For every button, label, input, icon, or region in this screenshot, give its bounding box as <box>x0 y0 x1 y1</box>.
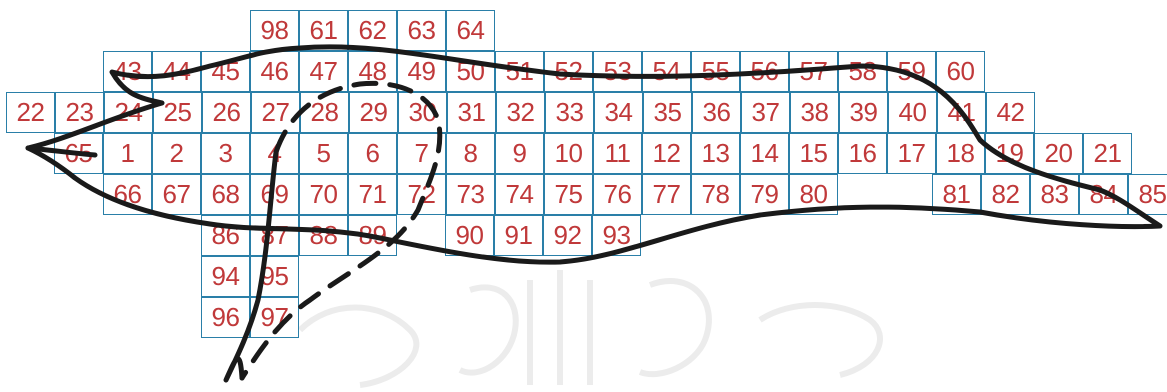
grid-cell-21: 21 <box>1083 133 1132 174</box>
grid-cell-32: 32 <box>496 92 545 133</box>
grid-cell-47: 47 <box>299 51 348 92</box>
grid-cell-95: 95 <box>250 256 299 297</box>
grid-cell-51: 51 <box>495 51 544 92</box>
grid-cell-55: 55 <box>691 51 740 92</box>
grid-cell-1: 1 <box>103 133 152 174</box>
grid-cell-59: 59 <box>887 51 936 92</box>
grid-cell-30: 30 <box>398 92 447 133</box>
grid-cell-76: 76 <box>593 174 642 215</box>
grid-cell-11: 11 <box>593 133 642 174</box>
grid-cell-43: 43 <box>103 51 152 92</box>
grid-cell-52: 52 <box>544 51 593 92</box>
grid-cell-57: 57 <box>789 51 838 92</box>
grid-cell-6: 6 <box>348 133 397 174</box>
grid-cell-79: 79 <box>740 174 789 215</box>
grid-cell-37: 37 <box>741 92 790 133</box>
grid-cell-19: 19 <box>985 133 1034 174</box>
grid-cell-75: 75 <box>544 174 593 215</box>
grid-cell-72: 72 <box>397 174 446 215</box>
grid-cell-45: 45 <box>201 51 250 92</box>
grid-cell-98: 98 <box>250 10 299 51</box>
grid-cell-12: 12 <box>642 133 691 174</box>
grid-cell-35: 35 <box>643 92 692 133</box>
grid-cell-77: 77 <box>642 174 691 215</box>
grid-cell-78: 78 <box>691 174 740 215</box>
grid-cell-82: 82 <box>981 174 1030 215</box>
grid-cell-4: 4 <box>250 133 299 174</box>
grid-cell-16: 16 <box>838 133 887 174</box>
grid-cell-61: 61 <box>299 10 348 51</box>
grid-cell-41: 41 <box>937 92 986 133</box>
grid-cell-28: 28 <box>300 92 349 133</box>
grid-cell-84: 84 <box>1079 174 1128 215</box>
grid-cell-50: 50 <box>446 51 495 92</box>
grid-cell-33: 33 <box>545 92 594 133</box>
grid-cell-10: 10 <box>544 133 593 174</box>
grid-cell-42: 42 <box>986 92 1035 133</box>
grid-cell-5: 5 <box>299 133 348 174</box>
grid-cell-94: 94 <box>201 256 250 297</box>
grid-cell-62: 62 <box>348 10 397 51</box>
grid-cell-81: 81 <box>932 174 981 215</box>
grid-cell-69: 69 <box>250 174 299 215</box>
grid-cell-49: 49 <box>397 51 446 92</box>
grid-cell-92: 92 <box>543 215 592 256</box>
grid-cell-48: 48 <box>348 51 397 92</box>
grid-cell-34: 34 <box>594 92 643 133</box>
grid-cell-9: 9 <box>495 133 544 174</box>
grid-cell-14: 14 <box>740 133 789 174</box>
grid-cell-44: 44 <box>152 51 201 92</box>
grid-cell-71: 71 <box>348 174 397 215</box>
grid-cell-63: 63 <box>397 10 446 51</box>
grid-cell-29: 29 <box>349 92 398 133</box>
grid-cell-39: 39 <box>839 92 888 133</box>
grid-cell-86: 86 <box>201 215 250 256</box>
grid-cell-96: 96 <box>201 297 250 338</box>
grid-cell-36: 36 <box>692 92 741 133</box>
grid-cell-80: 80 <box>789 174 838 215</box>
grid-cell-24: 24 <box>104 92 153 133</box>
grid-cell-70: 70 <box>299 174 348 215</box>
grid-cell-90: 90 <box>445 215 494 256</box>
grid-cell-89: 89 <box>348 215 397 256</box>
grid-cell-88: 88 <box>299 215 348 256</box>
grid-cell-58: 58 <box>838 51 887 92</box>
grid-cell-91: 91 <box>494 215 543 256</box>
grid-cell-74: 74 <box>495 174 544 215</box>
grid-cell-18: 18 <box>936 133 985 174</box>
grid-cell-26: 26 <box>202 92 251 133</box>
grid-cell-7: 7 <box>397 133 446 174</box>
grid-cell-66: 66 <box>103 174 152 215</box>
grid-cell-31: 31 <box>447 92 496 133</box>
grid-cell-53: 53 <box>593 51 642 92</box>
grid-cell-97: 97 <box>250 297 299 338</box>
grid-cell-54: 54 <box>642 51 691 92</box>
grid-cell-93: 93 <box>592 215 641 256</box>
grid-cell-13: 13 <box>691 133 740 174</box>
grid-cell-25: 25 <box>153 92 202 133</box>
grid-cell-64: 64 <box>446 10 495 51</box>
grid-cell-8: 8 <box>446 133 495 174</box>
grid-cell-83: 83 <box>1030 174 1079 215</box>
grid-cell-3: 3 <box>201 133 250 174</box>
grid-cell-46: 46 <box>250 51 299 92</box>
grid-cell-2: 2 <box>152 133 201 174</box>
grid-cell-68: 68 <box>201 174 250 215</box>
grid-cell-85: 85 <box>1128 174 1167 215</box>
grid-cell-17: 17 <box>887 133 936 174</box>
grid-cell-20: 20 <box>1034 133 1083 174</box>
grid-cell-73: 73 <box>446 174 495 215</box>
grid-cell-27: 27 <box>251 92 300 133</box>
grid-cell-15: 15 <box>789 133 838 174</box>
grid-cell-65: 65 <box>54 133 103 174</box>
grid-cell-38: 38 <box>790 92 839 133</box>
grid-cell-67: 67 <box>152 174 201 215</box>
grid-cell-40: 40 <box>888 92 937 133</box>
grid-cell-60: 60 <box>936 51 985 92</box>
grid-cell-56: 56 <box>740 51 789 92</box>
grid-cell-23: 23 <box>55 92 104 133</box>
grid-cell-22: 22 <box>6 92 55 133</box>
grid-cell-87: 87 <box>250 215 299 256</box>
